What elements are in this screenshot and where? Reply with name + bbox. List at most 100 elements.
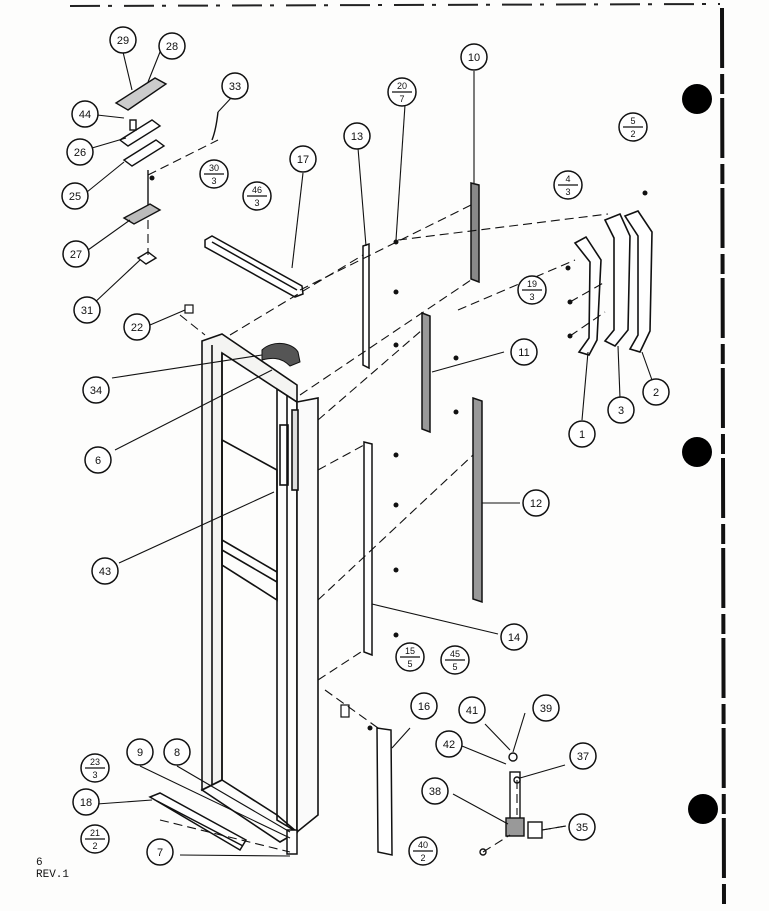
fraction-bottom: 5 — [407, 659, 412, 669]
fraction-top: 5 — [630, 116, 635, 126]
callout-circle — [569, 742, 597, 770]
callout-35: 35 — [568, 813, 596, 841]
fraction-callout-21: 212 — [80, 824, 110, 854]
fraction-top: 40 — [418, 840, 428, 850]
callout-circle — [72, 788, 100, 816]
fraction-top: 15 — [405, 646, 415, 656]
callout-circle — [568, 813, 596, 841]
fastener-dots — [149, 175, 648, 731]
callout-label: 37 — [577, 751, 589, 763]
fraction-callout-20: 207 — [387, 77, 417, 107]
callout-circle — [66, 138, 94, 166]
callout-label: 18 — [80, 797, 92, 809]
callout-circle — [532, 694, 560, 722]
callout-9: 9 — [126, 738, 154, 766]
callout-label: 25 — [69, 191, 81, 203]
callout-26: 26 — [66, 138, 94, 166]
callout-label: 34 — [90, 385, 102, 397]
callout-31: 31 — [73, 296, 101, 324]
callout-label: 13 — [351, 131, 363, 143]
fraction-bottom: 5 — [452, 662, 457, 672]
callout-label: 38 — [429, 786, 441, 798]
callout-circle — [84, 446, 112, 474]
fraction-callout-5: 52 — [618, 112, 648, 142]
fraction-bottom: 2 — [420, 853, 425, 863]
callout-6: 6 — [84, 446, 112, 474]
callout-11: 11 — [510, 338, 538, 366]
top-channel — [204, 235, 304, 298]
callout-label: 2 — [653, 387, 659, 399]
callout-circle — [343, 122, 371, 150]
callout-circle — [289, 145, 317, 173]
callout-29: 29 — [109, 26, 137, 54]
callout-circle — [91, 557, 119, 585]
callout-circle — [82, 376, 110, 404]
fraction-callout-15: 155 — [395, 642, 425, 672]
callout-12: 12 — [522, 489, 550, 517]
fraction-bottom: 3 — [211, 176, 216, 186]
page-number: 6 — [36, 857, 43, 869]
callout-43: 43 — [91, 557, 119, 585]
callout-circle — [421, 777, 449, 805]
fraction-bottom: 3 — [565, 187, 570, 197]
callout-label: 29 — [117, 35, 129, 47]
fraction-top: 20 — [397, 81, 407, 91]
revision-label: REV.1 — [36, 869, 70, 881]
callout-label: 3 — [618, 405, 624, 417]
callout-circle — [607, 396, 635, 424]
callout-7: 7 — [146, 838, 174, 866]
callout-circle — [510, 338, 538, 366]
fraction-callout-30: 303 — [199, 159, 229, 189]
callout-10: 10 — [460, 43, 488, 71]
fraction-bottom: 2 — [630, 129, 635, 139]
callout-44: 44 — [71, 100, 99, 128]
callout-label: 14 — [508, 632, 520, 644]
fraction-top: 45 — [450, 649, 460, 659]
callout-label: 31 — [81, 305, 93, 317]
callout-28: 28 — [158, 32, 186, 60]
callout-circle — [123, 313, 151, 341]
callout-label: 41 — [466, 705, 478, 717]
callout-label: 42 — [443, 739, 455, 751]
callout-14: 14 — [500, 623, 528, 651]
callout-16: 16 — [410, 692, 438, 720]
callout-label: 16 — [418, 701, 430, 713]
callout-circle — [73, 296, 101, 324]
fraction-bottom: 7 — [399, 94, 404, 104]
callout-circle — [146, 838, 174, 866]
callout-circle — [522, 489, 550, 517]
callout-circle — [163, 738, 191, 766]
callout-38: 38 — [421, 777, 449, 805]
fraction-bottom: 3 — [92, 770, 97, 780]
callout-circle — [109, 26, 137, 54]
callout-label: 43 — [99, 566, 111, 578]
fraction-bottom: 2 — [92, 841, 97, 851]
callout-label: 1 — [579, 429, 585, 441]
callout-label: 27 — [70, 249, 82, 261]
fraction-top: 23 — [90, 757, 100, 767]
top-hinge-assembly — [114, 77, 219, 265]
callout-label: 17 — [297, 154, 309, 166]
callout-label: 39 — [540, 703, 552, 715]
gasket-strips — [362, 182, 483, 856]
callout-circle — [61, 182, 89, 210]
callout-circle — [458, 696, 486, 724]
callout-label: 35 — [576, 822, 588, 834]
callout-27: 27 — [62, 240, 90, 268]
callout-circle — [500, 623, 528, 651]
callout-label: 33 — [229, 81, 241, 93]
callout-18: 18 — [72, 788, 100, 816]
door-frame — [200, 333, 319, 843]
fraction-callout-19: 193 — [517, 275, 547, 305]
callout-13: 13 — [343, 122, 371, 150]
binder-hole — [682, 84, 712, 114]
fraction-top: 21 — [90, 828, 100, 838]
callout-label: 22 — [131, 322, 143, 334]
callout-label: 26 — [74, 147, 86, 159]
fraction-top: 30 — [209, 163, 219, 173]
callout-37: 37 — [569, 742, 597, 770]
callout-circle — [435, 730, 463, 758]
